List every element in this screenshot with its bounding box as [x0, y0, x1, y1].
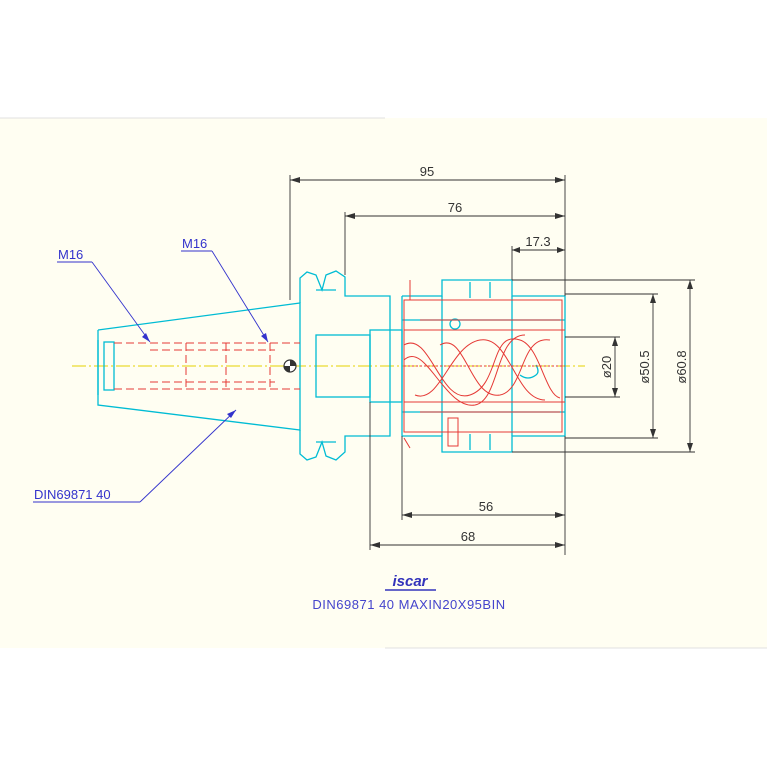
drawing-sheet — [0, 118, 767, 648]
callout-din69871 — [33, 409, 237, 503]
callout-label-m16-right: M16 — [182, 236, 207, 251]
dimension-dia-50-5 — [565, 293, 658, 439]
dimension-dia-60-8 — [512, 279, 695, 453]
dim-label-95: 95 — [420, 164, 434, 179]
coolant-port-quadrant — [290, 360, 296, 366]
callout-m16-left — [57, 261, 151, 343]
dim-label-dia-60-8: ø60.8 — [674, 350, 689, 383]
callout-m16-right — [181, 250, 269, 343]
dim-label-dia-20: ø20 — [599, 356, 614, 378]
dimension-17-3 — [511, 246, 565, 280]
dim-label-76: 76 — [448, 200, 462, 215]
pull-stud-hidden — [114, 342, 300, 390]
dim-label-68: 68 — [461, 529, 475, 544]
dim-label-17-3: 17.3 — [525, 234, 550, 249]
dimension-56 — [401, 436, 566, 555]
collet-internals — [403, 280, 565, 449]
dimension-95 — [289, 175, 566, 300]
callout-label-m16-left: M16 — [58, 247, 83, 262]
dim-label-56: 56 — [479, 499, 493, 514]
iscar-logo: iscar — [392, 573, 428, 590]
dimension-68 — [369, 402, 565, 550]
drawing-caption: DIN69871 40 MAXIN20X95BIN — [312, 597, 505, 612]
dimension-76 — [344, 212, 565, 275]
dimension-dia-20 — [565, 336, 620, 398]
callout-label-din69871: DIN69871 40 — [34, 487, 111, 502]
dim-label-dia-50-5: ø50.5 — [637, 350, 652, 383]
